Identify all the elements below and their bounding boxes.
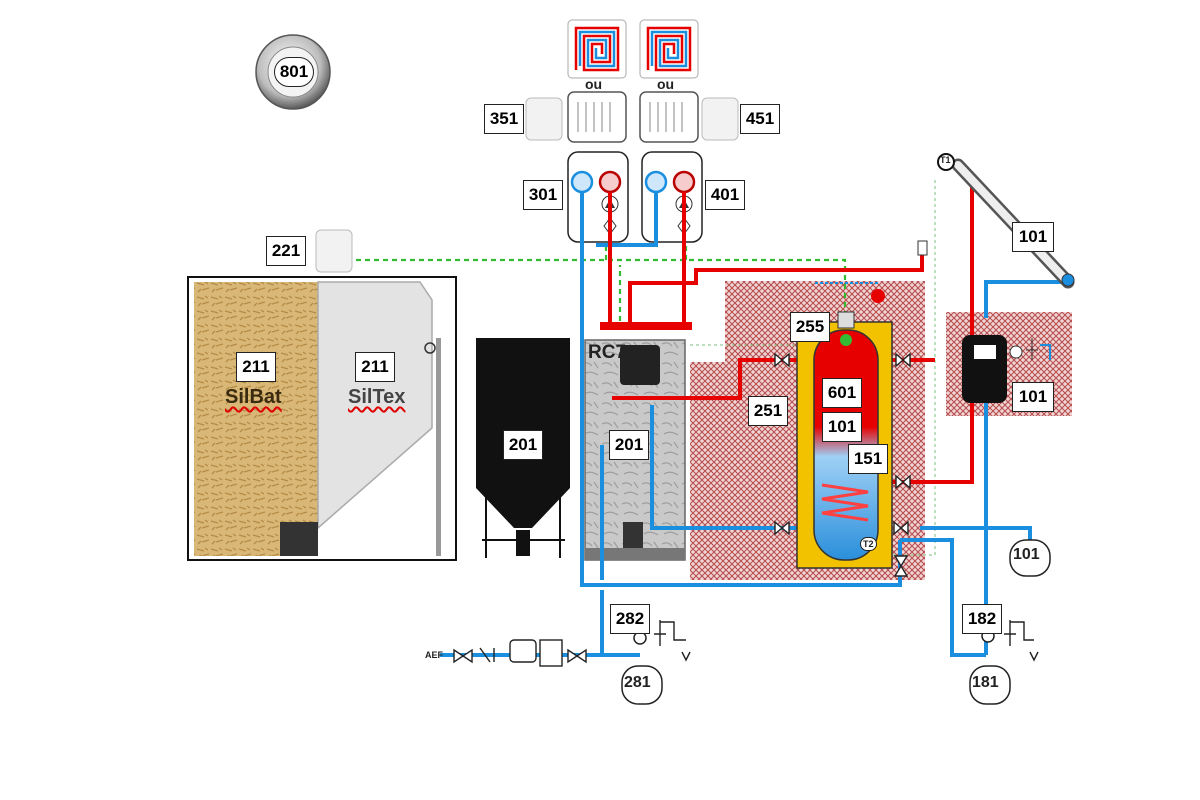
solar-station-label: 101 (1012, 382, 1054, 412)
silo-room-unit-label: 221 (266, 236, 306, 266)
gauge-left-label: 282 (610, 604, 650, 634)
circuit-left-label: 301 (523, 180, 563, 210)
silo-enclosure (187, 276, 457, 561)
safety-valves (654, 620, 1039, 662)
room-unit-left-label: 351 (484, 104, 524, 134)
solar-pump-station (962, 335, 1051, 403)
sensor-t2-label: T2 (860, 537, 877, 551)
tank-mid-label: 101 (822, 412, 862, 442)
solar-panel (937, 153, 1075, 289)
circuit-right-label: 401 (705, 180, 745, 210)
valves (453, 352, 911, 664)
expansion-vessels (621, 539, 1051, 705)
radiator-right (639, 91, 699, 143)
mixer-label: 251 (748, 396, 788, 426)
manifold-bar (600, 322, 692, 330)
gauge-right-label: 182 (962, 604, 1002, 634)
heating-circuit-left (567, 151, 629, 243)
tank-top-label: 601 (822, 378, 862, 408)
radiator-left (567, 91, 627, 143)
thermostat-label: 801 (274, 57, 314, 87)
electric-heater-label: 151 (848, 444, 888, 474)
silo-left-name: SilBat (225, 386, 282, 408)
expansion-left-label: 281 (624, 674, 651, 691)
sensor-label: 255 (790, 312, 830, 342)
floor-separator-right: ou (657, 76, 675, 92)
floor-heating-left (567, 19, 627, 79)
solar-panel-label: 101 (1012, 222, 1054, 252)
heating-circuit-right (641, 151, 703, 243)
boiler-label: 201 (609, 430, 649, 460)
silo-right-name: SilTex (348, 386, 406, 408)
tank-vent-icon (871, 289, 885, 303)
expansion-right-label: 101 (1013, 546, 1040, 563)
air-vent-icon (917, 240, 928, 256)
silo-right-number: 211 (355, 352, 395, 382)
room-units (315, 97, 739, 273)
expansion-bottom-label: 181 (972, 674, 999, 691)
room-unit-right-label: 451 (740, 104, 780, 134)
water-inlet-group (479, 639, 563, 667)
water-inlet-label: AEF (425, 650, 443, 660)
floor-heating-right (639, 19, 699, 79)
hopper-label: 201 (503, 430, 543, 460)
silo-left-number: 211 (236, 352, 276, 382)
boiler-model-label: RC7 (588, 342, 627, 363)
sensor-t1-label: T1 (940, 155, 951, 165)
floor-separator-left: ou (585, 76, 603, 92)
